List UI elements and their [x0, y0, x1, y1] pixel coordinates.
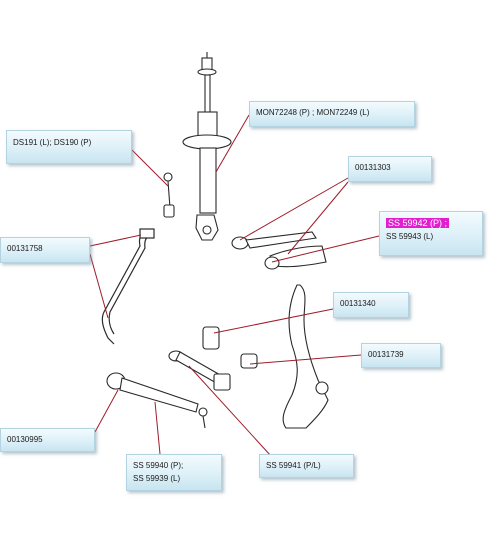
knuckle-drawing [282, 284, 329, 429]
callout-shock-absorber-text: MON72248 (P) ; MON72249 (L) [256, 108, 370, 117]
stabilizer-link-drawing [163, 172, 175, 218]
callout-upper-arm-part: SS 59942 (P) ; SS 59943 (L) [379, 211, 483, 256]
leader-upper-arm-2 [287, 181, 349, 255]
callout-bushing-small: 00131739 [361, 343, 441, 368]
leader-bushing-small [249, 354, 362, 365]
leader-upper-arm-1 [239, 177, 349, 241]
leader-tension-strut [188, 365, 272, 457]
leader-lines [89, 114, 380, 457]
upper-arm-drawing [231, 231, 327, 270]
callout-lower-arm-bushing-text: 00130995 [7, 435, 43, 444]
callout-shock-absorber: MON72248 (P) ; MON72249 (L) [249, 101, 415, 127]
callout-upper-arm-text: 00131303 [355, 163, 391, 172]
lower-arm-drawing [106, 372, 208, 429]
callout-bushing-large-text: 00131340 [340, 299, 376, 308]
callout-stabilizer-link: DS191 (L); DS190 (P) [6, 130, 132, 164]
callout-tension-strut: SS 59941 (P/L) [259, 454, 354, 478]
leader-shock [215, 114, 250, 173]
highlighted-part-number: SS 59942 (P) ; [386, 218, 450, 228]
callout-tension-strut-text: SS 59941 (P/L) [266, 461, 321, 470]
leader-stab-bar-1 [89, 234, 142, 247]
stabilizer-bar-drawing [101, 228, 155, 345]
callout-stabilizer-bar: 00131758 [0, 237, 90, 263]
callout-bushing-large: 00131340 [333, 292, 409, 318]
shock-absorber-drawing [182, 52, 232, 241]
callout-lower-arm-line1: SS 59940 (P); [133, 461, 184, 470]
callout-stabilizer-bar-text: 00131758 [7, 244, 43, 253]
leader-upper-arm-part [271, 235, 380, 263]
callout-bushing-small-text: 00131739 [368, 350, 404, 359]
callout-lower-arm: SS 59940 (P); SS 59939 (L) [126, 454, 222, 491]
callout-upper-arm-part-second: SS 59943 (L) [386, 232, 434, 241]
callout-stabilizer-link-text: DS191 (L); DS190 (P) [13, 138, 92, 147]
leader-lower-arm [154, 401, 161, 455]
callout-lower-arm-line2: SS 59939 (L) [133, 474, 181, 483]
tension-strut-drawing [168, 350, 231, 391]
bushings-drawing [202, 326, 258, 369]
callout-lower-arm-bushing: 00130995 [0, 428, 95, 452]
leader-bushing-large [213, 308, 334, 334]
leader-stab-link [131, 149, 169, 187]
leader-stab-bar-2 [89, 253, 109, 319]
callout-upper-arm: 00131303 [348, 156, 432, 182]
leader-lower-arm-bushing [94, 389, 119, 433]
